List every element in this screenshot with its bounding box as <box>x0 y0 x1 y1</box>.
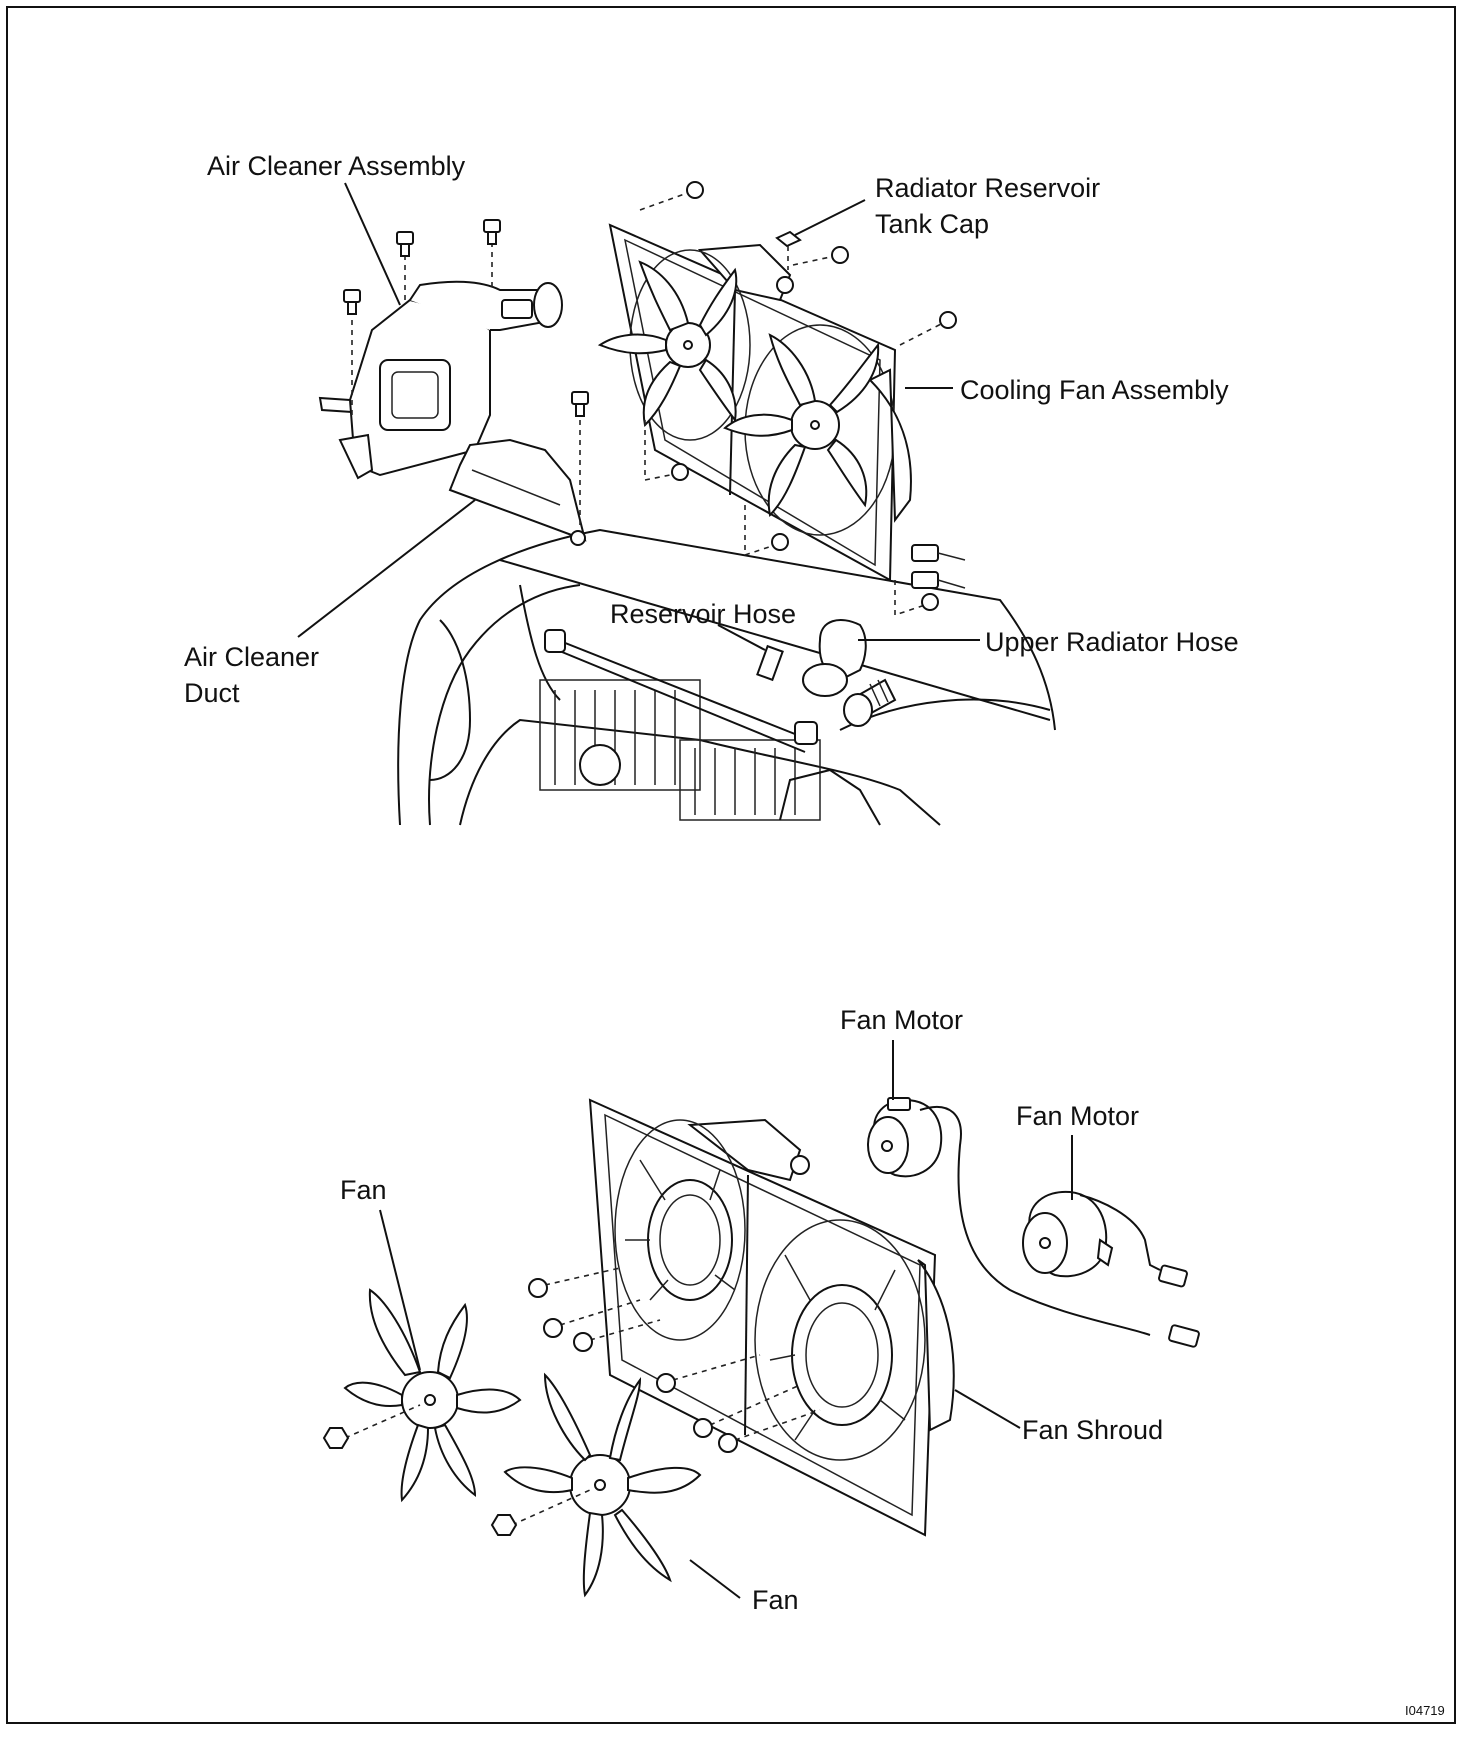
fan-blade-graphics <box>343 1288 702 1598</box>
cooling-fan-assembly-graphic <box>597 223 966 589</box>
label-fan-bottom: Fan <box>752 1585 799 1615</box>
fan-shroud-graphic <box>588 1098 955 1537</box>
label-air-cleaner-assembly: Air Cleaner Assembly <box>207 151 466 181</box>
label-upper-radiator-hose: Upper Radiator Hose <box>985 627 1239 657</box>
vehicle-front-body <box>397 528 1056 826</box>
air-cleaner-assembly-graphic <box>318 280 563 480</box>
label-fan-motor-2: Fan Motor <box>1016 1101 1140 1131</box>
figure-code: I04719 <box>1405 1703 1445 1718</box>
label-fan-shroud: Fan Shroud <box>1022 1415 1164 1445</box>
label-radiator-reservoir-line2: Tank Cap <box>875 209 990 239</box>
fan-fasteners <box>322 1267 821 1536</box>
figure-frame <box>6 6 1456 1724</box>
air-cleaner-duct-graphic <box>448 438 587 546</box>
label-air-cleaner-duct-line2: Duct <box>184 678 240 708</box>
label-fan-left: Fan <box>340 1175 387 1205</box>
label-air-cleaner-duct-line1: Air Cleaner <box>184 642 320 672</box>
label-fan-motor-1: Fan Motor <box>840 1005 964 1035</box>
fan-motor-graphics <box>867 1097 1200 1348</box>
label-reservoir-hose: Reservoir Hose <box>610 599 797 629</box>
fan-assembly-bolts <box>639 181 957 617</box>
label-cooling-fan-assembly: Cooling Fan Assembly <box>960 375 1229 405</box>
label-radiator-reservoir-line1: Radiator Reservoir <box>875 173 1101 203</box>
upper-radiator-hose-graphic <box>802 619 897 727</box>
reservoir-hose-graphic <box>544 629 818 753</box>
top-leader-lines <box>297 182 980 651</box>
bottom-leader-lines <box>379 1040 1073 1599</box>
air-cleaner-bolts <box>343 219 589 530</box>
